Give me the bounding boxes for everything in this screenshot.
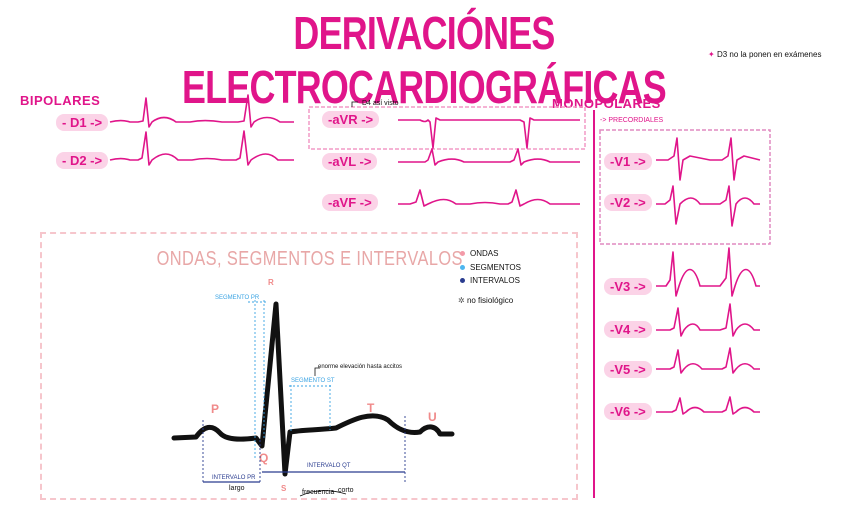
ecg-trace-avf	[398, 189, 580, 207]
ecg-trace-v3	[656, 247, 760, 297]
lead-label-d2: - D2 ->	[56, 152, 109, 169]
ecg-trace-v5	[656, 347, 760, 374]
segment-st-label: SEGMENTO ST	[291, 378, 335, 384]
qt-note-freq: frecuencia	[302, 489, 335, 496]
ecg-trace-v4	[656, 303, 760, 337]
interval-pr-label: INTERVALO PR	[212, 475, 256, 481]
legend-note: ✲ no fisiológico	[458, 296, 514, 305]
wave-label-q: Q	[259, 451, 269, 465]
interval-qt-label: INTERVALO QT	[307, 463, 351, 469]
ecg-trace-avr	[398, 117, 580, 149]
legend-dot	[460, 278, 465, 284]
wave-label-s: S	[281, 484, 287, 493]
v1-v2-highlight-box	[599, 129, 771, 245]
lead-label-v6: -V6 ->	[604, 403, 652, 420]
ondas-panel	[40, 232, 578, 500]
lead-label-v5: -V5 ->	[604, 361, 652, 378]
ecg-trace-v2	[656, 185, 760, 227]
avr-highlight-box	[308, 106, 586, 150]
wave-label-r: R	[268, 278, 274, 287]
lead-label-v3: -V3 ->	[604, 278, 652, 295]
lead-label-avl: -aVL ->	[322, 153, 378, 170]
lead-label-v4: -V4 ->	[604, 321, 652, 338]
lead-label-d1: - D1 ->	[56, 114, 109, 131]
avr-pointer	[351, 101, 358, 107]
legend-intervalos: INTERVALOS	[460, 276, 520, 285]
title-note: ✦ D3 no la ponen en exámenes	[708, 50, 822, 59]
pr-note: largo	[229, 485, 245, 492]
precordiales-label: -> PRECORDIALES	[600, 117, 664, 124]
qt-note-underline	[299, 490, 347, 497]
ecg-trace-d2	[109, 130, 294, 166]
wave-label-t: T	[367, 401, 375, 415]
bipolares-header: BIPOLARES	[20, 93, 101, 108]
lead-label-avf: -aVF ->	[322, 194, 378, 211]
ecg-trace-v1	[656, 137, 761, 181]
page-title: DERIVACIÓNES ELECTROCARDIOGRÁFICAS	[182, 7, 667, 113]
avr-note: D4 así visto	[362, 100, 399, 107]
lead-label-avr: -aVR ->	[322, 111, 380, 128]
st-note-pointer	[314, 367, 320, 376]
st-note: enorme elevación hasta accitos	[318, 364, 403, 370]
qt-note-corto: corto	[338, 487, 354, 494]
wave-label-p: P	[211, 402, 220, 416]
legend-segmentos: SEGMENTOS	[460, 263, 521, 272]
ecg-main-complex	[171, 301, 455, 477]
lead-label-v2: -V2 ->	[604, 194, 652, 211]
wave-label-u: U	[428, 410, 437, 424]
lead-label-v1: -V1 ->	[604, 153, 652, 170]
segment-pr-label: SEGMENTO PR	[215, 295, 260, 301]
ecg-trace-v6	[656, 396, 760, 415]
legend-ondas: ONDAS	[460, 249, 498, 258]
ecg-trace-d1	[109, 94, 294, 128]
ecg-trace-avl	[398, 148, 580, 166]
legend-dot	[460, 251, 465, 257]
legend-dot	[460, 265, 465, 271]
ondas-title: ONDAS, SEGMENTOS E INTERVALOS	[156, 248, 464, 270]
